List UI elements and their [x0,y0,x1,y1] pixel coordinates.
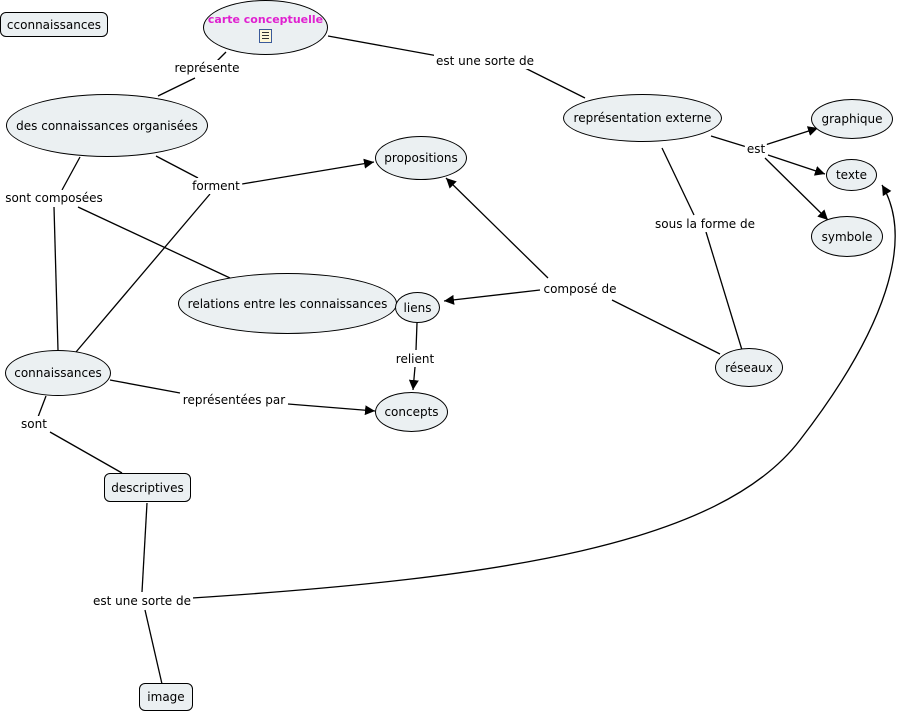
concept-descriptives[interactable]: descriptives [104,473,191,502]
concept-relations-entre-les-connaissances[interactable]: relations entre les connaissances [178,273,397,334]
concept-reseaux[interactable]: réseaux [715,348,783,387]
link-label-representees-par[interactable]: représentées par [180,392,288,408]
link-label-sont-composees[interactable]: sont composées [3,190,105,206]
link-label-relient[interactable]: relient [393,351,437,367]
concept-connaissances[interactable]: connaissances [5,350,111,396]
concept-liens[interactable]: liens [395,292,440,323]
concept-carte-conceptuelle[interactable]: carte conceptuelle [203,0,328,55]
link-label-compose-de[interactable]: composé de [541,281,619,297]
document-icon[interactable] [259,28,272,43]
link-label-est-une-sorte-de-2[interactable]: est une sorte de [91,593,193,609]
concept-label: carte conceptuelle [207,12,324,26]
concept-symbole[interactable]: symbole [811,216,883,257]
concept-concepts[interactable]: concepts [375,392,448,432]
concept-propositions[interactable]: propositions [375,136,467,180]
link-label-sont[interactable]: sont [19,416,49,432]
concept-texte[interactable]: texte [826,159,877,191]
link-label-est-une-sorte-de[interactable]: est une sorte de [434,53,536,69]
link-label-forment[interactable]: forment [190,178,242,194]
concept-representation-externe[interactable]: représentation externe [563,94,722,142]
concept-graphique[interactable]: graphique [811,99,893,139]
link-label-sous-la-forme-de[interactable]: sous la forme de [653,216,757,232]
concept-image[interactable]: image [139,683,193,711]
link-label-est[interactable]: est [744,141,768,157]
link-label-represente[interactable]: représente [172,60,242,76]
concept-des-connaissances-organisees[interactable]: des connaissances organisées [6,94,208,157]
standalone-concept[interactable]: cconnaissances [0,12,108,37]
